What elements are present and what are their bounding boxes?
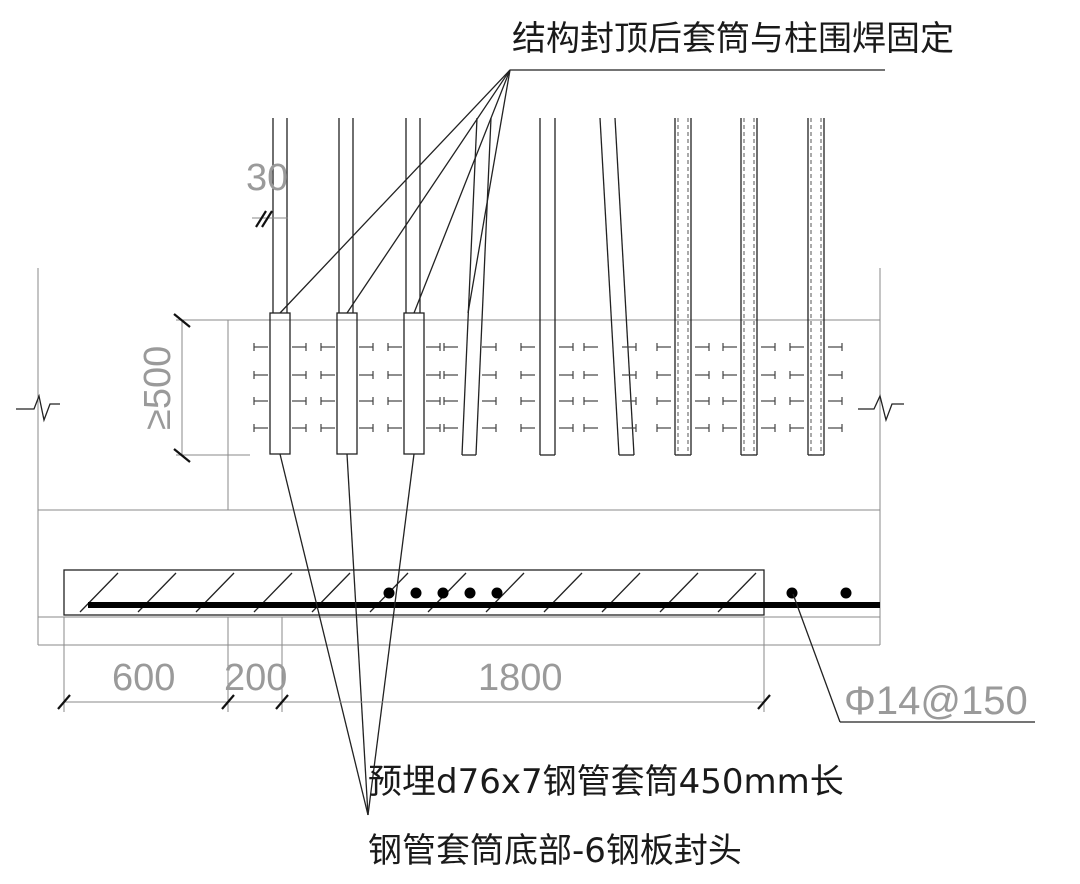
column-edge [475, 117, 492, 456]
dim-seg-200: 200 [224, 657, 287, 699]
rebar-dots [383, 587, 852, 599]
rebar-spec-label: Φ14@150 [844, 679, 1028, 723]
dim-sleeve-gap: 30 [246, 157, 288, 199]
steel-columns [272, 117, 825, 456]
dim-seg-600: 600 [112, 657, 175, 699]
column-edge [614, 117, 635, 456]
rebar-dot [840, 587, 852, 599]
sleeve-end-plate-annotation: 钢管套筒底部-6钢板封头 [368, 831, 742, 871]
hatch-stroke [79, 572, 119, 613]
shear-studs [253, 343, 843, 432]
sleeve-spec-annotation: 预埋d76x7钢管套筒450mm长 [368, 762, 844, 802]
dim-seg-1800: 1800 [478, 657, 563, 699]
rebar-dot [786, 587, 798, 599]
column-edge [599, 117, 620, 456]
rebar-dot [464, 587, 476, 599]
rebar-dot [383, 587, 395, 599]
rebar-dot [410, 587, 422, 599]
leader-lines [279, 69, 1035, 816]
dimension-lines [57, 210, 771, 712]
rebar-dot [491, 587, 503, 599]
slab-outline [16, 268, 904, 646]
dim-embed-depth: ≥500 [137, 346, 179, 430]
rebar-dot [437, 587, 449, 599]
embedded-sleeves [269, 312, 425, 455]
top-annotation: 结构封顶后套筒与柱围焊固定 [512, 19, 954, 59]
column-edge [461, 117, 478, 456]
